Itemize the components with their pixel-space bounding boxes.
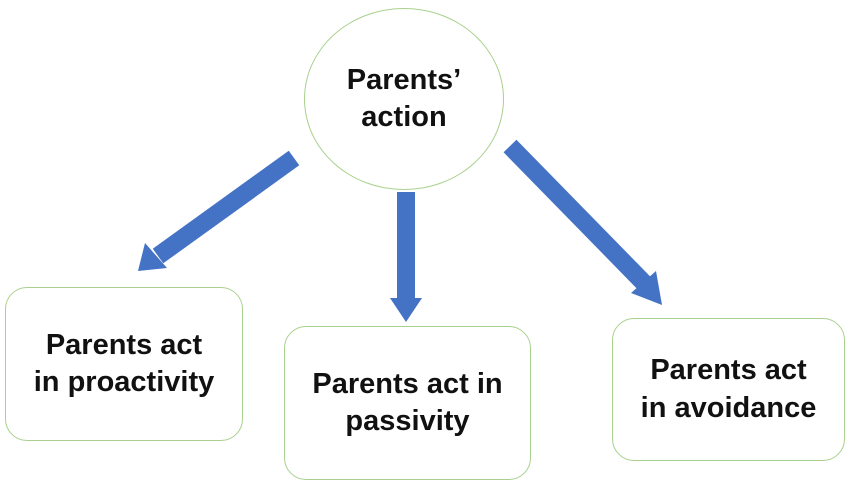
arrow-to-proactivity <box>138 150 300 271</box>
node-avoidance: Parents act in avoidance <box>612 318 845 461</box>
node-avoidance-label: Parents act in avoidance <box>640 354 817 424</box>
root-node-parents-action: Parents’ action <box>304 8 504 190</box>
arrow-to-avoidance <box>503 139 662 305</box>
arrow-to-passivity <box>390 192 422 322</box>
node-proactivity: Parents act in proactivity <box>5 287 243 441</box>
root-node-label: Parents’ action <box>346 63 462 133</box>
node-proactivity-label: Parents act in proactivity <box>33 328 215 398</box>
node-passivity-label: Parents act in passivity <box>312 367 503 437</box>
node-passivity: Parents act in passivity <box>284 326 531 480</box>
